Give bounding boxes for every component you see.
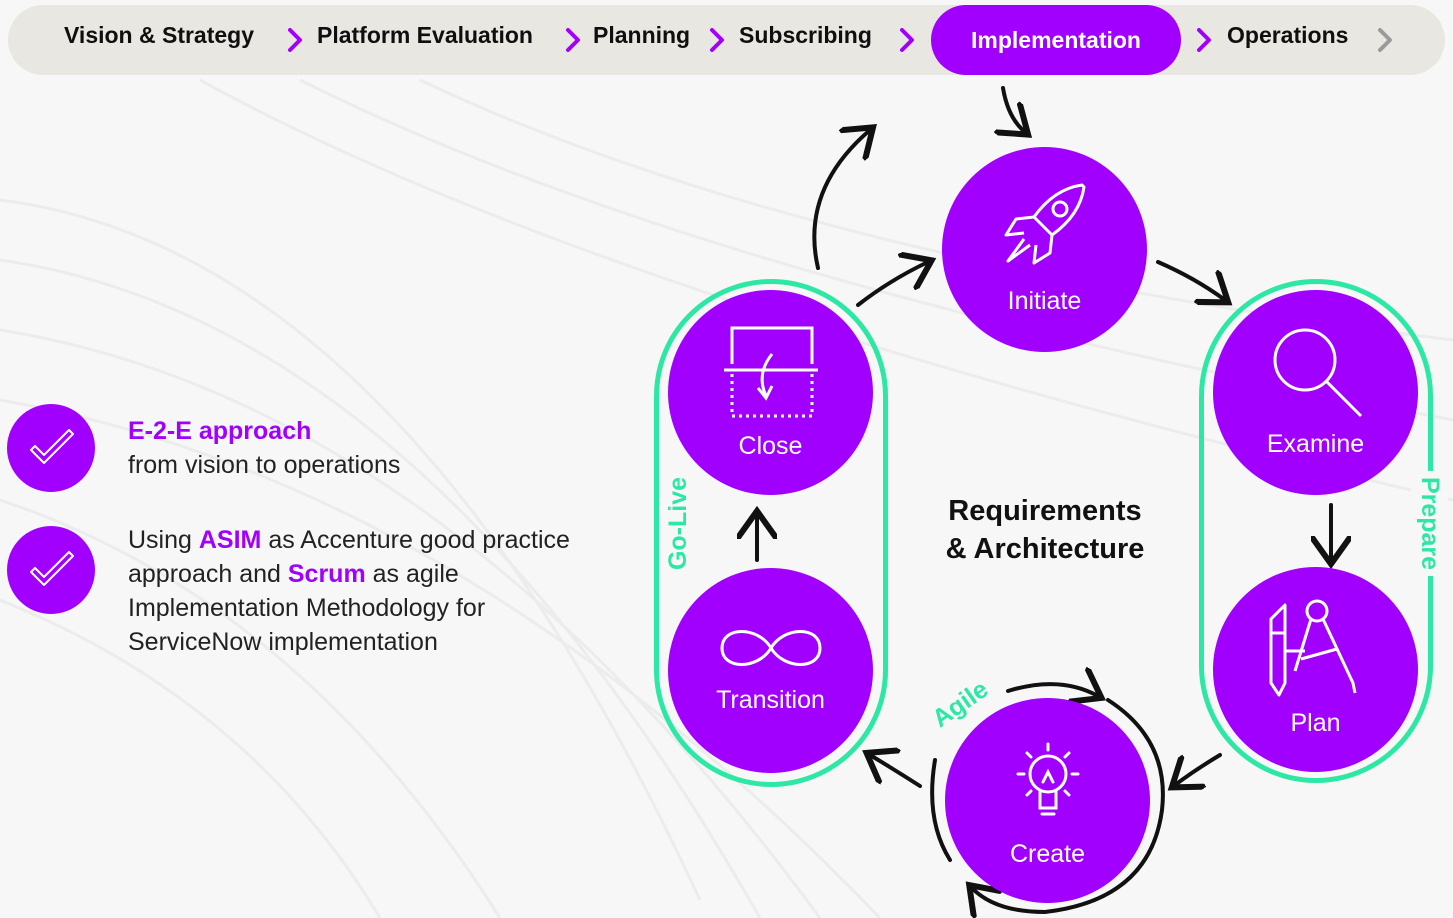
checkmark-icon — [30, 551, 74, 586]
feature-e2e-text: from vision to operations — [128, 451, 401, 479]
breadcrumb-step-planning[interactable]: Planning — [593, 22, 691, 48]
breadcrumb-step-vision-strategy[interactable]: Vision & Strategy — [64, 22, 255, 48]
phase-examine-label: Examine — [1266, 430, 1365, 458]
chevron-right-icon — [710, 28, 724, 52]
rocket-icon — [1004, 183, 1086, 265]
feature-text-prefix: Using — [128, 526, 192, 554]
breadcrumb-step-operations[interactable]: Operations — [1227, 22, 1349, 48]
breadcrumb-step-subscribing[interactable]: Subscribing — [739, 22, 872, 48]
feature-e2e: E-2-E approach from vision to operations — [128, 414, 608, 482]
pencil-compass-icon — [1269, 599, 1357, 697]
phase-close-label: Close — [738, 432, 803, 460]
center-title-line2: & Architecture — [945, 533, 1145, 565]
breadcrumb-step-platform-evaluation[interactable]: Platform Evaluation — [317, 22, 533, 48]
feature-text-middle: as Accenture good practice approach and — [128, 526, 570, 588]
feature-asim-highlight: ASIM — [198, 526, 262, 554]
phase-examine[interactable]: Examine — [1213, 290, 1418, 495]
phase-initiate-label: Initiate — [1007, 287, 1082, 315]
chevron-right-icon — [288, 28, 302, 52]
go-live-label: Go-Live — [660, 470, 698, 577]
center-title-line1: Requirements — [948, 495, 1142, 527]
phase-plan-label: Plan — [1290, 709, 1341, 737]
chevron-right-icon — [900, 28, 914, 52]
feature-e2e-title: E-2-E approach — [128, 417, 312, 445]
breadcrumb-step-implementation-active[interactable]: Implementation — [931, 5, 1181, 75]
phase-transition[interactable]: Transition — [668, 568, 873, 773]
phase-plan[interactable]: Plan — [1213, 567, 1418, 772]
close-box-icon — [724, 326, 818, 418]
chevron-right-icon — [1197, 28, 1211, 52]
magnifier-icon — [1273, 328, 1363, 418]
go-live-group-outline — [654, 279, 888, 787]
phase-create[interactable]: Create — [945, 698, 1150, 903]
chevron-right-icon — [566, 28, 580, 52]
chevron-right-icon — [1378, 28, 1392, 52]
feature-check-badge — [7, 404, 95, 492]
feature-check-badge — [7, 526, 95, 614]
feature-text-suffix: as agile Implementation Methodology for … — [128, 560, 486, 656]
feature-asim-scrum: Using ASIM as Accenture good practice ap… — [128, 523, 573, 659]
infinity-icon — [720, 630, 822, 666]
phase-close[interactable]: Close — [668, 290, 873, 495]
phase-create-label: Create — [1009, 840, 1086, 868]
prepare-label: Prepare — [1411, 470, 1449, 577]
phase-initiate[interactable]: Initiate — [942, 147, 1147, 352]
feature-scrum-highlight: Scrum — [287, 560, 366, 588]
lightbulb-icon — [1016, 742, 1080, 816]
process-breadcrumb-bar — [8, 5, 1445, 75]
phase-transition-label: Transition — [716, 686, 825, 714]
checkmark-icon — [30, 429, 74, 464]
center-title: Requirements & Architecture — [900, 492, 1190, 568]
